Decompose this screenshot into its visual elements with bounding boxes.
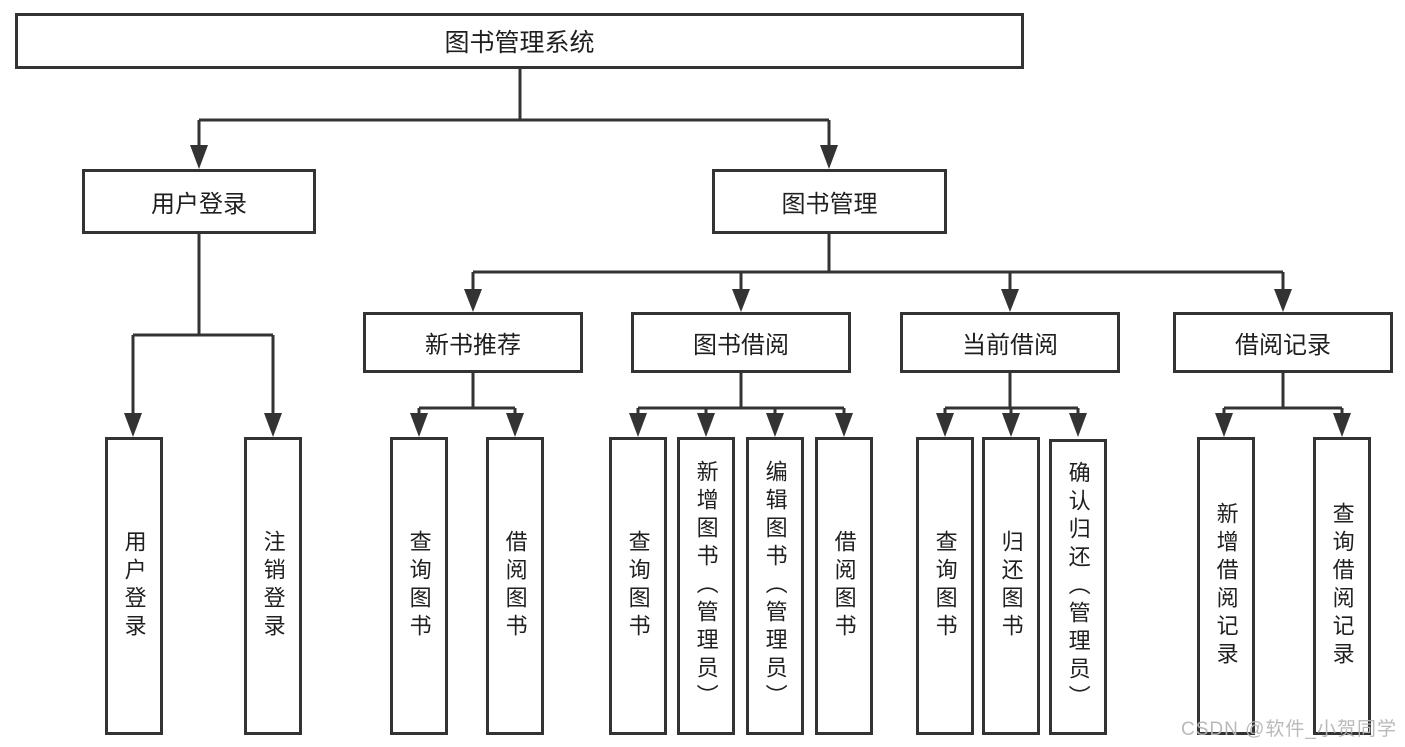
- leaf-label: 借阅图书: [502, 530, 528, 642]
- leaf-label: 归还图书: [998, 530, 1024, 642]
- leaf-label: 确认归还（管理员）: [1065, 461, 1091, 713]
- leaf-label: 用户登录: [121, 530, 147, 642]
- node-user-login: 用户登录: [82, 169, 316, 234]
- leaf-borrow-book-1: 借阅图书: [486, 437, 544, 735]
- leaf-add-book-admin: 新增图书（管理员）: [677, 437, 735, 735]
- leaf-label: 查询图书: [406, 530, 432, 642]
- leaf-query-book-1: 查询图书: [390, 437, 448, 735]
- node-current-borrow: 当前借阅: [900, 312, 1120, 373]
- leaf-label: 新增图书（管理员）: [693, 460, 719, 712]
- leaf-label: 编辑图书（管理员）: [762, 460, 788, 712]
- leaf-confirm-return-admin: 确认归还（管理员）: [1049, 439, 1107, 735]
- leaf-query-book-2: 查询图书: [609, 437, 667, 735]
- leaf-add-borrow-record: 新增借阅记录: [1197, 437, 1255, 735]
- leaf-return-book: 归还图书: [982, 437, 1040, 735]
- node-borrow-records: 借阅记录: [1173, 312, 1393, 373]
- leaf-label: 查询借阅记录: [1329, 502, 1355, 670]
- node-root: 图书管理系统: [15, 13, 1024, 69]
- watermark: CSDN @软件_小贺同学: [1181, 719, 1397, 740]
- leaf-logout: 注销登录: [244, 437, 302, 735]
- leaf-borrow-book-2: 借阅图书: [815, 437, 873, 735]
- leaf-label: 新增借阅记录: [1213, 502, 1239, 670]
- node-book-management: 图书管理: [712, 169, 947, 234]
- leaf-label: 借阅图书: [831, 530, 857, 642]
- node-new-book-recommend: 新书推荐: [363, 312, 583, 373]
- leaf-label: 查询图书: [625, 530, 651, 642]
- leaf-edit-book-admin: 编辑图书（管理员）: [746, 437, 804, 735]
- leaf-query-borrow-record: 查询借阅记录: [1313, 437, 1371, 735]
- node-book-borrow: 图书借阅: [631, 312, 851, 373]
- leaf-label: 查询图书: [932, 530, 958, 642]
- leaf-query-book-3: 查询图书: [916, 437, 974, 735]
- leaf-user-login: 用户登录: [105, 437, 163, 735]
- arrowhead-icons: [124, 145, 1351, 437]
- leaf-label: 注销登录: [260, 530, 286, 642]
